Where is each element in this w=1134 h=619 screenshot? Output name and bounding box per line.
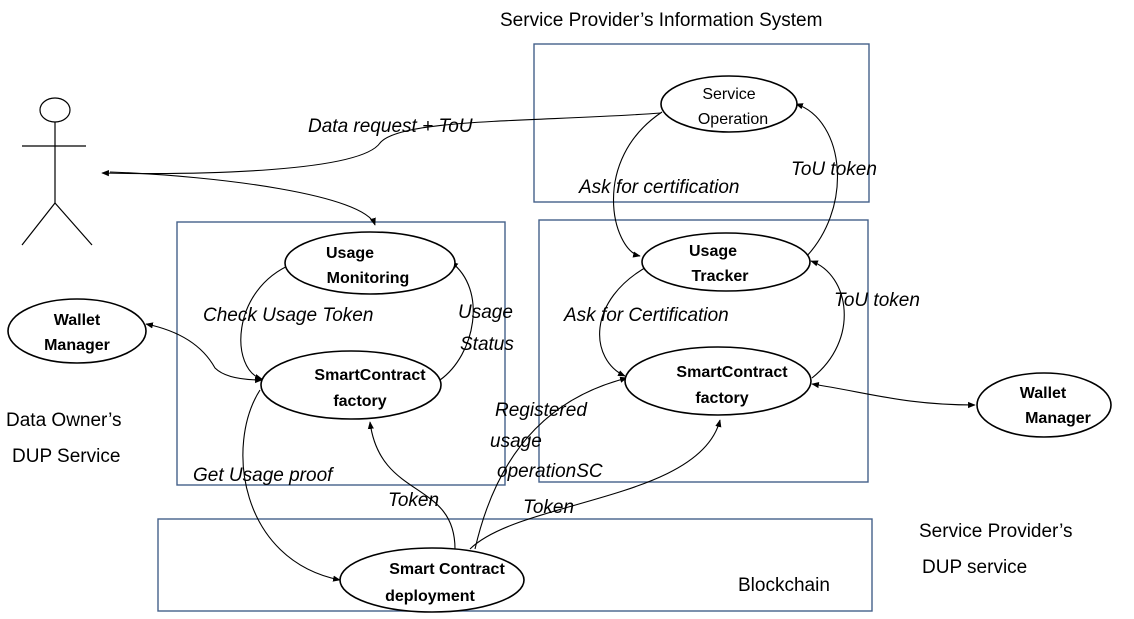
edge-usage-status <box>439 261 474 381</box>
node-sc-deployment: Smart Contract deployment <box>339 547 525 613</box>
node-wallet-manager-left: Wallet Manager <box>7 298 147 364</box>
node-usage-monitoring: Usage Monitoring <box>284 231 456 295</box>
node-wallet-manager-right: Wallet Manager <box>976 372 1112 438</box>
label-usage-status-line1: Usage <box>458 302 513 323</box>
edge-actor-usage-monitoring <box>109 171 376 226</box>
node-service-operation: Service Operation <box>660 75 798 133</box>
edge-ask-certification-mid <box>599 264 651 377</box>
blockchain-box <box>157 518 873 612</box>
wallet-manager-left-line1: Wallet <box>54 312 101 329</box>
label-registered-usage-line3: operationSC <box>497 461 603 482</box>
service-operation-line1: Service <box>702 86 755 103</box>
sc-factory-right-line1: SmartContract <box>676 364 788 381</box>
label-tou-token-mid: ToU token <box>834 290 920 311</box>
label-check-usage-token: Check Usage Token <box>203 305 373 326</box>
sc-deployment-line2: deployment <box>385 588 475 605</box>
usage-tracker-line2: Tracker <box>692 268 749 285</box>
node-sc-factory-left: SmartContract factory <box>260 350 442 420</box>
label-ask-certification-mid: Ask for Certification <box>563 305 729 326</box>
data-owner-actor-icon <box>21 97 93 246</box>
label-tou-token-top: ToU token <box>791 159 877 180</box>
sp-info-system-box <box>533 43 870 203</box>
sc-factory-left-line2: factory <box>333 393 386 410</box>
label-registered-usage-line2: usage <box>490 431 542 452</box>
usage-tracker-line1: Usage <box>689 243 737 260</box>
wallet-manager-right-line1: Wallet <box>1020 385 1067 402</box>
node-usage-tracker: Usage Tracker <box>641 232 811 292</box>
edge-registered-usage <box>474 376 628 550</box>
sp-dup-title-line1: Service Provider’s <box>919 521 1072 542</box>
usage-monitoring-line1: Usage <box>326 245 374 262</box>
wallet-manager-left-line2: Manager <box>44 337 110 354</box>
usage-monitoring-line2: Monitoring <box>327 270 410 287</box>
edge-tou-token-top <box>795 103 839 262</box>
edge-data-request <box>101 112 662 177</box>
edge-wallet-right <box>811 382 976 409</box>
label-registered-usage-line1: Registered <box>495 400 588 421</box>
blockchain-title: Blockchain <box>738 575 830 596</box>
label-ask-certification-top: Ask for certification <box>578 177 740 198</box>
sc-factory-right-line2: factory <box>695 390 748 407</box>
sp-dup-title-line2: DUP service <box>922 557 1027 578</box>
sc-factory-left-line1: SmartContract <box>314 367 426 384</box>
label-data-request: Data request + ToU <box>308 116 473 137</box>
edge-token-right <box>469 419 722 550</box>
edge-tou-token-mid <box>810 260 845 379</box>
sp-info-system-title: Service Provider’s Information System <box>500 10 822 31</box>
label-token-left: Token <box>388 490 439 511</box>
sp-dup-box <box>538 219 869 483</box>
diagram-edges <box>101 103 976 582</box>
sc-deployment-line1: Smart Contract <box>389 561 505 578</box>
node-sc-factory-right: SmartContract factory <box>624 346 812 416</box>
service-operation-line2: Operation <box>698 111 768 128</box>
edge-wallet-left <box>145 322 263 384</box>
edge-get-usage-proof <box>242 389 341 582</box>
wallet-manager-right-line2: Manager <box>1025 410 1091 427</box>
label-token-right: Token <box>523 497 574 518</box>
do-dup-title-line1: Data Owner’s <box>6 410 121 431</box>
label-get-usage-proof: Get Usage proof <box>193 465 334 486</box>
edge-token-left <box>367 421 456 550</box>
edge-ask-certification-top <box>613 111 663 258</box>
label-usage-status-line2: Status <box>460 334 514 355</box>
do-dup-title-line2: DUP Service <box>12 446 120 467</box>
